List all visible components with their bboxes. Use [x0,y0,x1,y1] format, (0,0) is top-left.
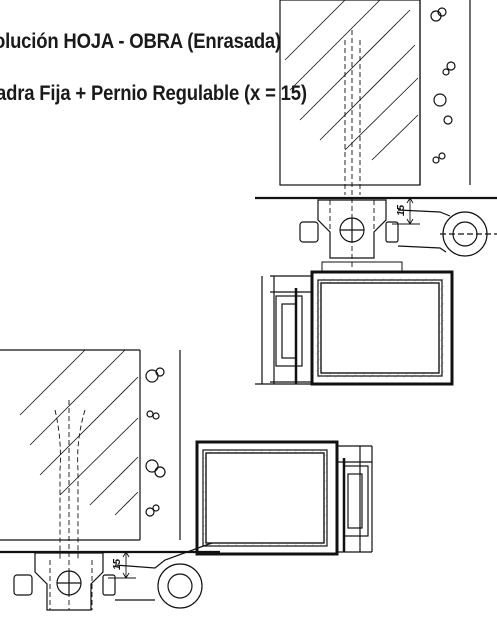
lower-anchor-lines [49,400,93,610]
upper-wall-section [419,0,471,185]
lower-hinge-block [13,552,116,611]
lower-dimension-label: 15 [112,558,123,570]
upper-detail [255,0,497,386]
upper-frame-profile [255,270,454,386]
lower-frame-profile [195,440,373,556]
lower-dimension [108,551,136,579]
lower-wall-section [139,350,181,540]
upper-dimension-label: 15 [396,204,407,216]
lower-hinge-knuckle [114,539,221,609]
title-line-2: adra Fija + Pernio Regulable (x = 15) [0,82,307,105]
upper-hinge-knuckle [397,209,497,257]
lower-detail [0,349,373,611]
upper-dimension [392,197,420,225]
title-line-1: olución HOJA - OBRA (Enrasada) [0,30,282,53]
lower-glass-pane [0,349,140,541]
upper-hinge-block [299,199,399,259]
